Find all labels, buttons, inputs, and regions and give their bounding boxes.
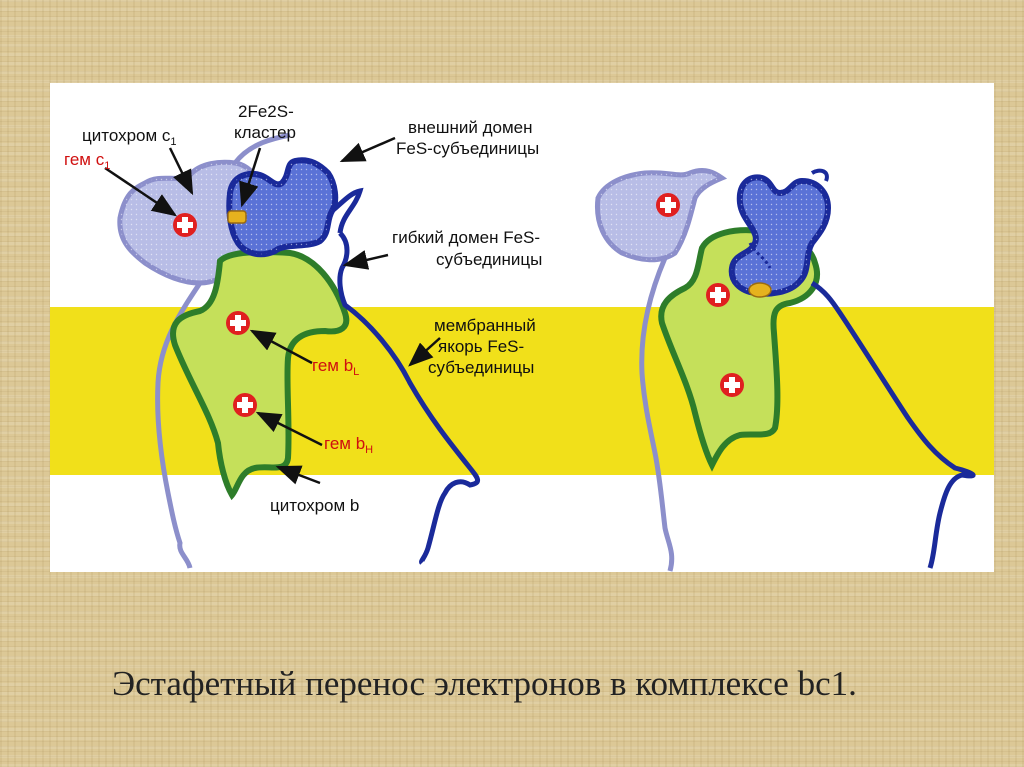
right-fes-outer-domain bbox=[728, 168, 832, 297]
arrow-heme-bh bbox=[255, 411, 323, 447]
arrow-heme-c1 bbox=[104, 166, 178, 217]
arrow-heme-bl bbox=[249, 329, 313, 365]
left-heme-c1 bbox=[173, 213, 197, 237]
left-heme-bl bbox=[226, 311, 250, 335]
left-fes-anchor bbox=[337, 231, 480, 565]
right-fes-anchor bbox=[810, 280, 976, 569]
label-anchor-line3: субъединицы bbox=[428, 358, 534, 377]
pointer-arrows bbox=[104, 136, 441, 485]
right-cytochrome-c1 bbox=[594, 168, 728, 572]
bc1-diagram: цитохром c1 2Fe2S- кластер внешний домен… bbox=[64, 102, 976, 572]
label-heme-c1: гем c1 bbox=[64, 150, 110, 172]
label-flexible-domain-line2: субъединицы bbox=[436, 250, 542, 269]
arrow-cytochrome-c1 bbox=[168, 147, 194, 196]
label-outer-domain-line2: FeS-субъединицы bbox=[396, 139, 539, 158]
label-cytochrome-b: цитохром b bbox=[270, 496, 359, 515]
right-heme-c1-lower bbox=[706, 283, 730, 307]
label-cytochrome-c1: цитохром c1 bbox=[82, 126, 177, 148]
arrow-anchor bbox=[408, 337, 441, 367]
diagram-panel: цитохром c1 2Fe2S- кластер внешний домен… bbox=[50, 83, 994, 572]
left-heme-bh bbox=[233, 393, 257, 417]
label-cluster-line1: 2Fe2S- bbox=[238, 102, 294, 121]
slide-caption: Эстафетный перенос электронов в комплекс… bbox=[112, 664, 857, 703]
left-2fe2s-cluster bbox=[227, 210, 247, 224]
arrow-cluster bbox=[239, 147, 262, 208]
right-heme-c1 bbox=[656, 193, 680, 217]
right-2fe2s-cluster bbox=[748, 282, 772, 298]
label-anchor-line1: мембранный bbox=[434, 316, 536, 335]
label-anchor-line2: якорь FeS- bbox=[438, 337, 524, 356]
label-heme-bl: гем bL bbox=[312, 356, 359, 378]
right-heme-bh bbox=[720, 373, 744, 397]
label-outer-domain-line1: внешний домен bbox=[408, 118, 533, 137]
label-cluster-line2: кластер bbox=[234, 123, 296, 142]
arrow-flexible-domain bbox=[342, 250, 389, 270]
label-heme-bh: гем bH bbox=[324, 434, 373, 456]
arrow-cytochrome-b bbox=[275, 465, 321, 485]
left-fes-outer-domain bbox=[226, 157, 364, 258]
arrow-outer-domain bbox=[339, 136, 396, 163]
label-flexible-domain-line1: гибкий домен FeS- bbox=[392, 228, 540, 247]
